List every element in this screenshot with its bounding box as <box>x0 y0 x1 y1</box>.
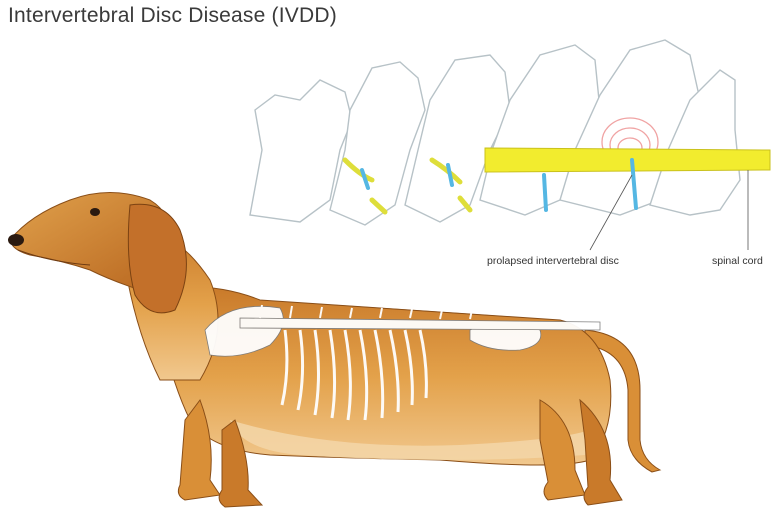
label-spinal-cord: spinal cord <box>712 255 763 267</box>
spine-cross-section <box>250 40 740 225</box>
spinal-cord <box>485 148 770 172</box>
label-prolapsed-disc: prolapsed intervertebral disc <box>487 255 619 267</box>
